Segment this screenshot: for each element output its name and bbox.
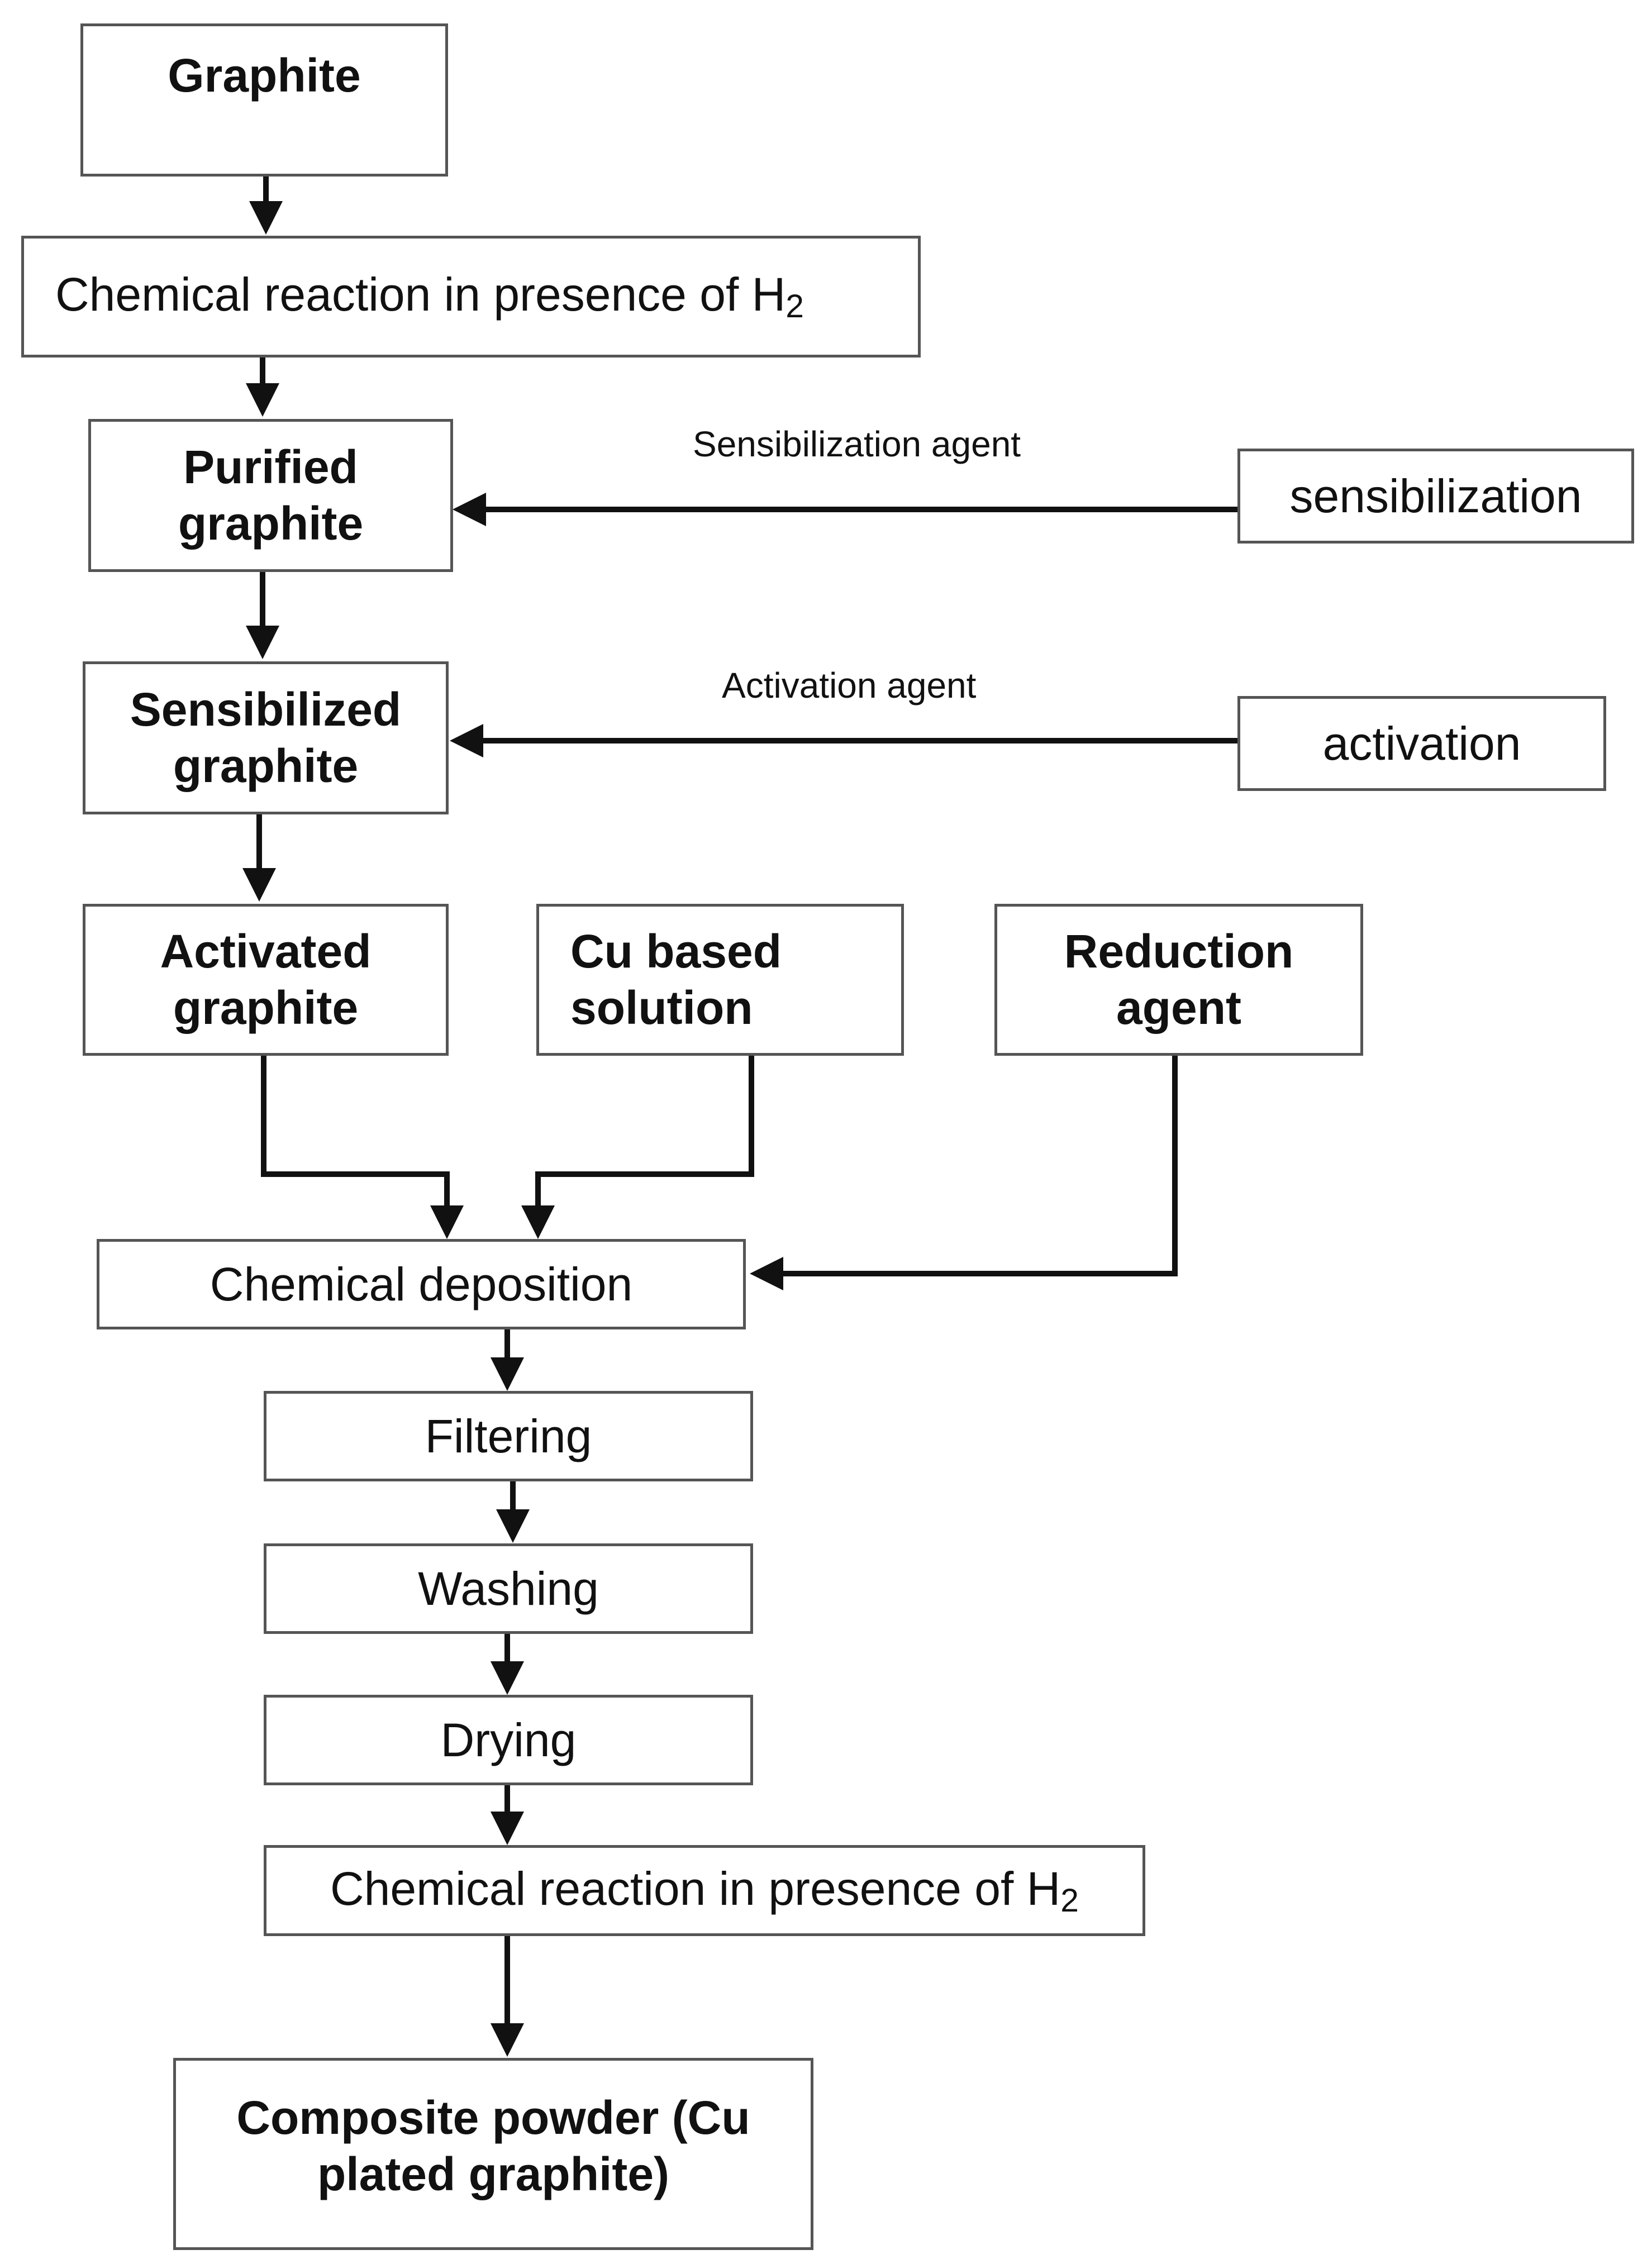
node-graphite-label: Graphite [168,49,361,102]
node-drying: Drying [264,1695,753,1785]
node-activation: activation [1237,696,1606,791]
node-chemical-deposition: Chemical deposition [97,1239,746,1329]
label-activation-agent: Activation agent [722,665,977,706]
node-chemical-reaction-2: Chemical reaction in presence of H2 [264,1845,1145,1936]
node-filtering: Filtering [264,1391,753,1481]
node-activation-label: activation [1322,717,1521,770]
label-sensibilization-agent: Sensibilization agent [693,424,1021,464]
node-graphite: Graphite [80,23,448,177]
node-drying-label: Drying [440,1713,577,1766]
node-chemical-reaction-2-label: Chemical reaction in presence of H2 [330,1862,1079,1919]
node-chemical-reaction-1-label: Chemical reaction in presence of H2 [55,268,804,325]
node-chemical-reaction-1: Chemical reaction in presence of H2 [21,236,921,358]
node-washing: Washing [264,1543,753,1634]
node-sensibilization-label: sensibilization [1289,469,1582,522]
node-filtering-label: Filtering [425,1409,592,1462]
arrow-activated-to-deposition [261,1056,464,1239]
node-sensibilization: sensibilization [1237,449,1634,544]
node-chemical-deposition-label: Chemical deposition [210,1257,633,1310]
arrow-cu-solution-to-deposition [521,1056,754,1239]
arrow-reduction-to-deposition [750,1056,1178,1290]
node-washing-label: Washing [418,1562,599,1615]
